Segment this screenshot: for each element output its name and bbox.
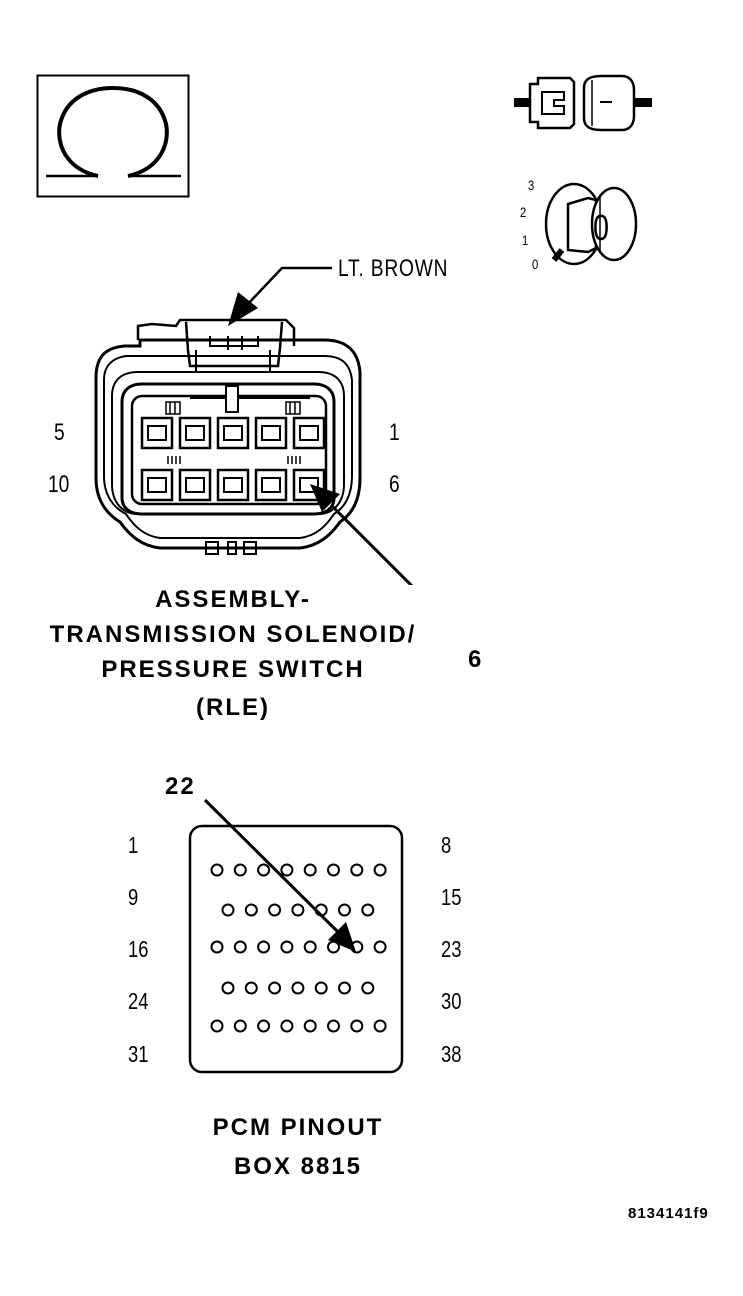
pcm-pin-hole bbox=[244, 903, 258, 917]
pcm-pin-hole bbox=[291, 981, 305, 995]
pcm-pin-hole bbox=[210, 863, 224, 877]
rle-terminal-cavity bbox=[216, 468, 250, 502]
disconnected-connector-icon bbox=[514, 74, 652, 132]
rle-terminal-contact bbox=[185, 425, 205, 441]
pcm-pin-hole bbox=[291, 903, 305, 917]
pcm-right-label-1: 8 bbox=[441, 832, 452, 858]
rle-title-line-1: ASSEMBLY- bbox=[155, 586, 311, 613]
pcm-left-label-1: 1 bbox=[128, 832, 139, 858]
pcm-right-label-5: 38 bbox=[441, 1041, 462, 1067]
wire-leader-line bbox=[245, 266, 332, 307]
pcm-right-label-4: 30 bbox=[441, 988, 462, 1014]
pcm-pin-hole bbox=[233, 1019, 247, 1033]
pcm-pin-hole bbox=[210, 940, 224, 954]
pcm-pin-hole bbox=[244, 981, 258, 995]
pcm-pin-hole bbox=[257, 940, 271, 954]
pcm-pin-hole bbox=[210, 1019, 224, 1033]
rle-terminal-cavity bbox=[140, 416, 174, 450]
ignition-position-1: 1 bbox=[522, 232, 529, 248]
rle-title-line-3: PRESSURE SWITCH bbox=[101, 656, 365, 683]
pcm-pin-hole bbox=[303, 1019, 317, 1033]
rle-terminal-contact bbox=[223, 425, 243, 441]
pcm-pin-hole bbox=[373, 940, 387, 954]
pcm-pin-hole bbox=[338, 903, 351, 917]
rle-connector-drawing bbox=[94, 266, 414, 585]
pin22-leader-arrowhead bbox=[328, 922, 356, 952]
ignition-position-0: 0 bbox=[532, 256, 539, 272]
rle-terminal-contact bbox=[223, 477, 243, 493]
pin6-leader-line bbox=[330, 504, 414, 585]
pcm-right-label-2: 15 bbox=[441, 884, 462, 910]
pcm-callout-number: 22 bbox=[165, 773, 196, 800]
pcm-pin-hole bbox=[327, 1019, 340, 1033]
rle-terminal-contact bbox=[147, 477, 167, 493]
pcm-pin-hole bbox=[303, 940, 317, 954]
rle-terminal-cavity bbox=[178, 416, 212, 450]
rle-terminal-cavity bbox=[254, 468, 288, 502]
rle-terminal-cavity bbox=[254, 416, 288, 450]
pcm-pin-hole bbox=[221, 981, 235, 995]
rle-terminal-cavity bbox=[140, 468, 174, 502]
pcm-pin-hole bbox=[233, 940, 247, 954]
rle-title-line-4: (RLE) bbox=[196, 694, 270, 721]
pcm-pinout-drawing bbox=[188, 798, 404, 1074]
rle-terminal-cavity bbox=[292, 416, 326, 450]
rle-pin-label-top-right: 1 bbox=[389, 419, 400, 446]
rle-pin-label-bottom-left: 10 bbox=[48, 471, 70, 498]
rle-pin-label-bottom-right: 6 bbox=[389, 471, 400, 498]
rle-terminal-contact bbox=[261, 477, 281, 493]
pcm-left-label-2: 9 bbox=[128, 884, 139, 910]
pcm-pin-hole bbox=[268, 903, 282, 917]
rle-terminal-contact bbox=[185, 477, 205, 493]
figure-id: 8134141f9 bbox=[628, 1205, 709, 1222]
pcm-pin-hole bbox=[280, 940, 294, 954]
rle-terminal-contact bbox=[147, 425, 167, 441]
ignition-key-label: 0 bbox=[593, 207, 610, 248]
pcm-pin-hole bbox=[350, 863, 364, 877]
pcm-pin-hole bbox=[338, 981, 351, 995]
pcm-pin-hole bbox=[280, 1019, 294, 1033]
pcm-pin-hole bbox=[268, 981, 282, 995]
pin6-leader-arrowhead bbox=[310, 484, 340, 512]
wire-color-label: LT. BROWN bbox=[338, 255, 449, 282]
rle-terminal-contact bbox=[299, 425, 319, 441]
pcm-pin-hole bbox=[257, 863, 271, 877]
rle-terminal-cavity bbox=[216, 416, 250, 450]
pcm-right-label-3: 23 bbox=[441, 936, 462, 962]
ignition-position-2: 2 bbox=[520, 204, 527, 220]
ignition-key-icon bbox=[544, 182, 638, 266]
pcm-title-line-2: BOX 8815 bbox=[233, 1153, 363, 1180]
pin22-leader-line bbox=[203, 798, 340, 934]
pcm-pin-hole bbox=[314, 981, 328, 995]
pcm-pin-hole bbox=[350, 1019, 364, 1033]
pcm-pin-hole bbox=[361, 903, 375, 917]
pcm-pin-hole bbox=[327, 863, 340, 877]
ignition-position-3: 3 bbox=[528, 177, 535, 193]
pcm-left-label-4: 24 bbox=[128, 988, 149, 1014]
pcm-pin-hole bbox=[303, 863, 317, 877]
rle-title-line-2: TRANSMISSION SOLENOID/ bbox=[49, 621, 417, 648]
ohm-symbol-icon bbox=[36, 74, 190, 198]
pcm-pin-hole bbox=[280, 863, 294, 877]
rle-callout-number: 6 bbox=[468, 646, 484, 673]
rle-terminal-contact bbox=[299, 477, 319, 493]
pcm-pin-hole bbox=[257, 1019, 271, 1033]
pcm-left-label-3: 16 bbox=[128, 936, 149, 962]
pcm-pin-hole bbox=[361, 981, 375, 995]
pcm-pin-hole bbox=[233, 863, 247, 877]
rle-pin-label-top-left: 5 bbox=[54, 419, 65, 446]
pcm-pin-hole bbox=[373, 863, 387, 877]
pcm-left-label-5: 31 bbox=[128, 1041, 149, 1067]
wire-leader-arrowhead bbox=[228, 292, 258, 326]
pcm-title-line-1: PCM PINOUT bbox=[212, 1114, 384, 1141]
pcm-pin-hole bbox=[373, 1019, 387, 1033]
pcm-pin-hole bbox=[221, 903, 235, 917]
rle-terminal-contact bbox=[261, 425, 281, 441]
rle-terminal-cavity bbox=[178, 468, 212, 502]
